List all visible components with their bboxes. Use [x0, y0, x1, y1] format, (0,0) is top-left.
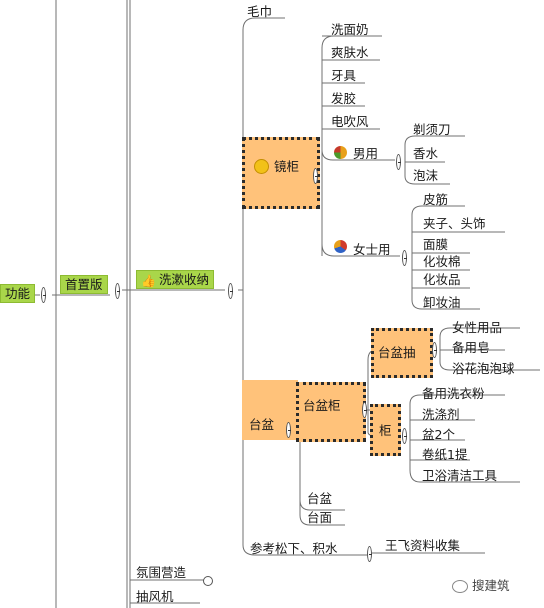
collapse-toggle-level1[interactable] [115, 283, 120, 299]
cabinet-item[interactable]: 备用洗衣粉 [422, 386, 485, 401]
male-icon [334, 146, 347, 159]
female-icon [334, 240, 347, 253]
collapse-toggle-reference[interactable] [367, 546, 372, 562]
collapse-toggle-cabinet[interactable] [402, 428, 407, 444]
mirror-item[interactable]: 发胶 [331, 91, 357, 106]
cabinet-item[interactable]: 卷纸1提 [422, 447, 468, 462]
basin-cabinet-node[interactable]: 台盆柜 [296, 382, 366, 442]
level2-node[interactable]: 👍 洗漱收纳 [136, 270, 215, 289]
drawer-label: 台盆抽 [378, 345, 416, 360]
collapse-toggle-mirror[interactable] [313, 168, 318, 184]
reference-label[interactable]: 参考松下、积水 [250, 541, 338, 556]
male-item[interactable]: 剃须刀 [413, 122, 451, 137]
female-label[interactable]: 女士用 [353, 242, 391, 257]
female-item[interactable]: 面膜 [423, 237, 449, 252]
female-item[interactable]: 化妆棉 [423, 254, 461, 269]
collapse-toggle-drawer[interactable] [432, 342, 437, 358]
reference-child[interactable]: 王飞资料收集 [385, 538, 461, 553]
drawer-item[interactable]: 备用皂 [452, 340, 490, 355]
root-label: 功能 [5, 286, 31, 301]
level1-node[interactable]: 首置版 [60, 275, 108, 294]
collapse-toggle-male[interactable] [396, 154, 401, 170]
cabinet-item[interactable]: 盆2个 [422, 427, 455, 442]
basin-cabinet-label: 台盆柜 [303, 398, 341, 413]
mirror-cabinet-node[interactable]: 镜柜 [242, 137, 320, 209]
mirror-cabinet-label: 镜柜 [274, 159, 300, 174]
collapse-toggle-root[interactable] [41, 287, 46, 303]
watermark: 搜建筑 [452, 575, 510, 594]
level1-label: 首置版 [65, 277, 103, 292]
basin-item[interactable]: 台面 [307, 510, 333, 525]
drawer-item[interactable]: 女性用品 [452, 320, 503, 335]
female-item[interactable]: 卸妆油 [423, 295, 461, 310]
male-item[interactable]: 香水 [413, 146, 439, 161]
basin-item[interactable]: 台盆 [307, 491, 333, 506]
cabinet-item[interactable]: 卫浴清洁工具 [422, 468, 498, 483]
cabinet-label: 柜 [379, 423, 392, 438]
watermark-label: 搜建筑 [472, 578, 510, 593]
expand-toggle-atmosphere[interactable] [203, 576, 213, 586]
root-node[interactable]: 功能 [0, 284, 36, 303]
mirror-item[interactable]: 牙具 [331, 68, 357, 83]
collapse-toggle-female[interactable] [402, 250, 407, 266]
drawer-node[interactable]: 台盆抽 [371, 328, 433, 378]
thumbs-up-icon: 👍 [141, 274, 156, 288]
female-item[interactable]: 化妆品 [423, 272, 461, 287]
female-item[interactable]: 夹子、头饰 [423, 216, 486, 231]
mirror-item[interactable]: 电吹风 [331, 114, 369, 129]
collapse-toggle-level2[interactable] [228, 283, 233, 299]
level2-label: 洗漱收纳 [159, 272, 210, 287]
collapse-toggle-basin-cabinet[interactable] [362, 402, 367, 418]
atmosphere-label[interactable]: 氛围营造 [136, 565, 187, 580]
cabinet-item[interactable]: 洗涤剂 [422, 407, 460, 422]
mirror-item[interactable]: 洗面奶 [331, 22, 369, 37]
exhaust-label[interactable]: 抽风机 [136, 589, 174, 604]
mirror-item[interactable]: 爽肤水 [331, 45, 369, 60]
towel-label[interactable]: 毛巾 [247, 4, 273, 19]
drawer-item[interactable]: 浴花泡泡球 [452, 361, 515, 376]
cabinet-node[interactable]: 柜 [370, 404, 401, 456]
male-item[interactable]: 泡沫 [413, 168, 439, 183]
basin-label: 台盆 [249, 417, 275, 432]
female-item[interactable]: 皮筋 [423, 192, 449, 207]
smile-icon [254, 159, 269, 174]
wechat-icon [452, 580, 468, 593]
collapse-toggle-basin[interactable] [286, 422, 291, 438]
male-label[interactable]: 男用 [353, 146, 379, 161]
